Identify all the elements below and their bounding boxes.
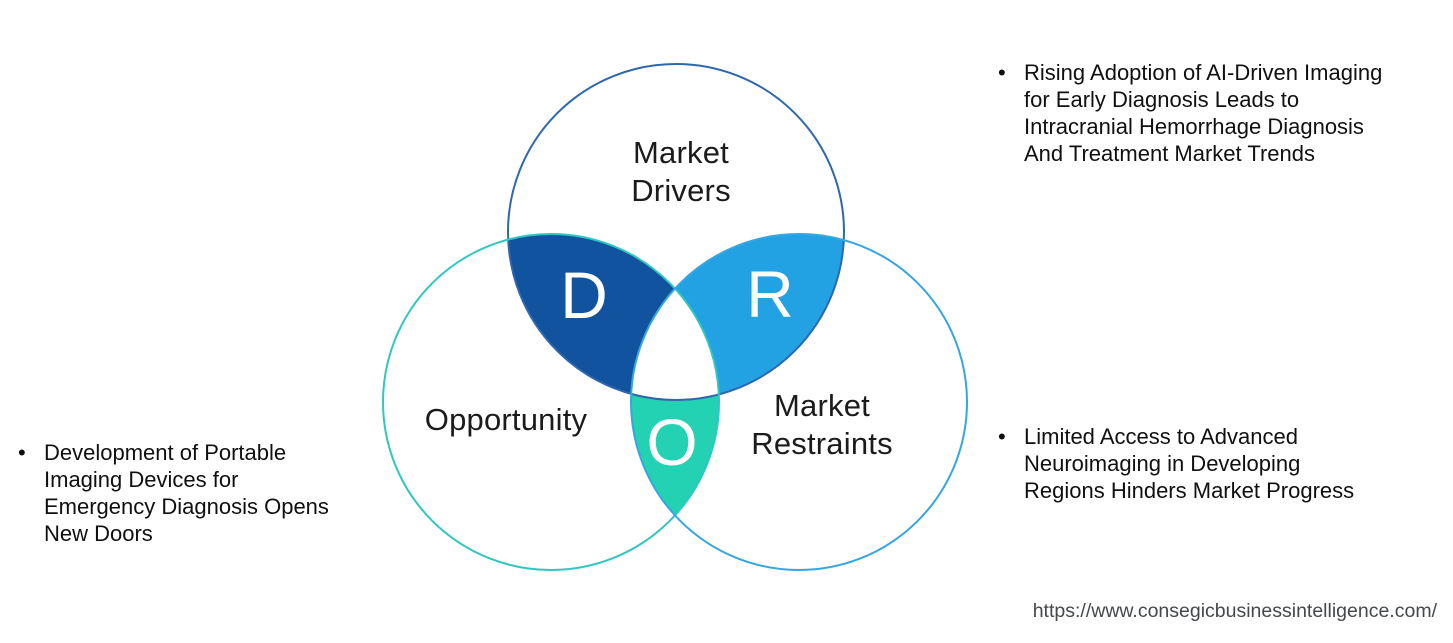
circle-label-market-restraints: Market Restraints: [751, 388, 893, 461]
bullet-opportunity-note: • Development of Portable Imaging Device…: [18, 439, 378, 547]
bullet-marker: •: [18, 440, 26, 465]
restraint-note-text: Limited Access to Advanced Neuroimaging …: [1024, 424, 1355, 503]
driver-note-text: Rising Adoption of AI-Driven Imaging for…: [1024, 60, 1383, 166]
venn-circle-restraints: [630, 233, 968, 571]
venn-circle-drivers: [507, 63, 845, 401]
venn-circle-opportunity: [382, 233, 720, 571]
overlap-letter-r: R: [746, 257, 794, 331]
bullet-restraint-note: • Limited Access to Advanced Neuroimagin…: [998, 423, 1438, 504]
circle-label-opportunity: Opportunity: [424, 402, 588, 437]
bullet-marker: •: [998, 60, 1006, 85]
bullet-driver-note: • Rising Adoption of AI-Driven Imaging f…: [998, 59, 1438, 167]
opportunity-note-text: Development of Portable Imaging Devices …: [44, 440, 329, 546]
source-url: https://www.consegicbusinessintelligence…: [1032, 600, 1437, 622]
overlap-letter-d: D: [560, 258, 608, 332]
venn-center-region: [631, 288, 719, 400]
bullet-marker: •: [998, 424, 1006, 449]
circle-label-market-drivers: Market Drivers: [631, 135, 731, 208]
overlap-letter-o: O: [646, 405, 697, 479]
